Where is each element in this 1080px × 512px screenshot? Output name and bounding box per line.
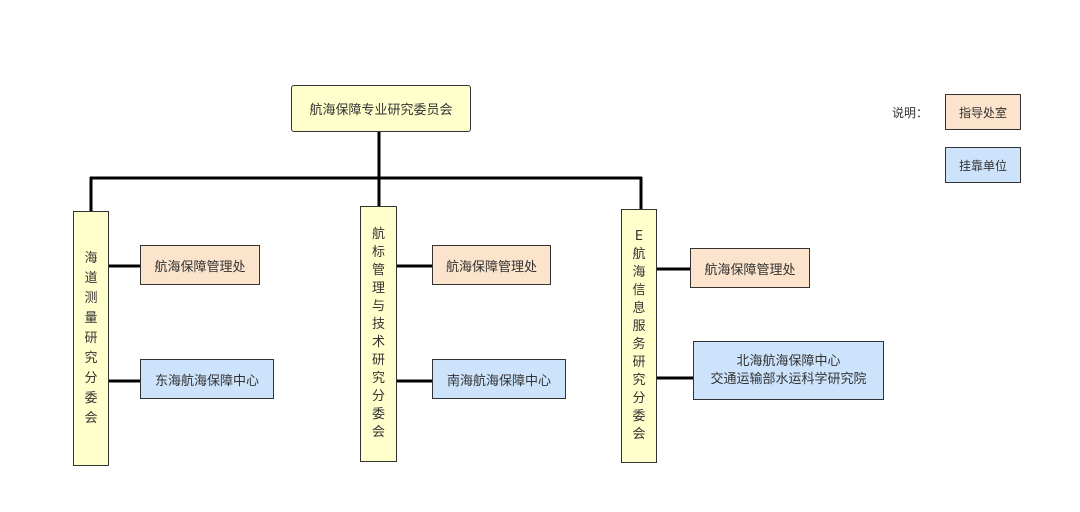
committee-char: 究 <box>371 371 385 386</box>
legend-guide-label: 指导处室 <box>958 105 1007 120</box>
committee-char: 会 <box>371 425 385 440</box>
committee-char: 信 <box>632 283 646 298</box>
committee-node-3: E 航 海 信 息 服 务 研 究 分 委 会 <box>621 209 657 463</box>
committee-char: 究 <box>632 373 646 388</box>
committee-char: E <box>634 229 644 244</box>
guide-node-3: 航海保障管理处 <box>690 248 810 288</box>
committee-char: 分 <box>84 370 98 386</box>
committee-char: 测 <box>84 290 98 306</box>
committee-char: 道 <box>84 270 98 286</box>
committee-char: 研 <box>84 330 98 346</box>
committee-char: 分 <box>371 389 385 404</box>
host-label: 东海航海保障中心 <box>154 373 259 389</box>
guide-label: 航海保障管理处 <box>154 259 246 275</box>
committee-char: 会 <box>632 427 646 442</box>
committee-char: 会 <box>84 410 98 426</box>
host-node-2: 南海航海保障中心 <box>432 359 566 399</box>
guide-label: 航海保障管理处 <box>445 259 537 275</box>
committee-char: 息 <box>632 301 646 316</box>
guide-label: 航海保障管理处 <box>704 262 796 278</box>
committee-node-2: 航 标 管 理 与 技 术 研 究 分 委 会 <box>360 206 397 462</box>
committee-char: 务 <box>632 337 646 352</box>
guide-node-1: 航海保障管理处 <box>140 245 260 285</box>
committee-char: 与 <box>371 299 385 314</box>
committee-char: 研 <box>371 353 385 368</box>
committee-char: 委 <box>371 407 385 422</box>
committee-char: 分 <box>632 391 646 406</box>
committee-char: 理 <box>371 281 385 296</box>
root-label: 航海保障专业研究委员会 <box>309 103 453 118</box>
committee-char: 委 <box>84 390 98 406</box>
root-node: 航海保障专业研究委员会 <box>291 85 471 132</box>
committee-char: 服 <box>632 319 646 334</box>
committee-char: 标 <box>371 245 385 260</box>
committee-char: 航 <box>371 227 385 242</box>
host-label: 交通运输部水运科学研究院 <box>710 371 867 387</box>
committee-char: 海 <box>632 265 646 280</box>
committee-node-1: 海 道 测 量 研 究 分 委 会 <box>73 211 109 466</box>
committee-char: 究 <box>84 350 98 366</box>
committee-char: 航 <box>632 247 646 262</box>
committee-char: 管 <box>371 263 385 278</box>
legend-host-label: 挂靠单位 <box>958 158 1007 173</box>
committee-char: 术 <box>371 335 385 350</box>
legend-guide-swatch: 指导处室 <box>945 94 1021 130</box>
guide-node-2: 航海保障管理处 <box>432 245 551 285</box>
committee-char: 海 <box>84 250 98 266</box>
host-label: 南海航海保障中心 <box>446 373 551 389</box>
host-label: 北海航海保障中心 <box>736 353 841 369</box>
legend-host-swatch: 挂靠单位 <box>945 147 1021 183</box>
legend-label: 说明： <box>892 106 929 120</box>
committee-char: 技 <box>371 317 385 332</box>
host-node-3: 北海航海保障中心 交通运输部水运科学研究院 <box>693 341 884 400</box>
committee-char: 量 <box>84 310 98 326</box>
host-node-1: 东海航海保障中心 <box>140 359 274 399</box>
committee-char: 委 <box>632 409 646 424</box>
committee-char: 研 <box>632 355 646 370</box>
